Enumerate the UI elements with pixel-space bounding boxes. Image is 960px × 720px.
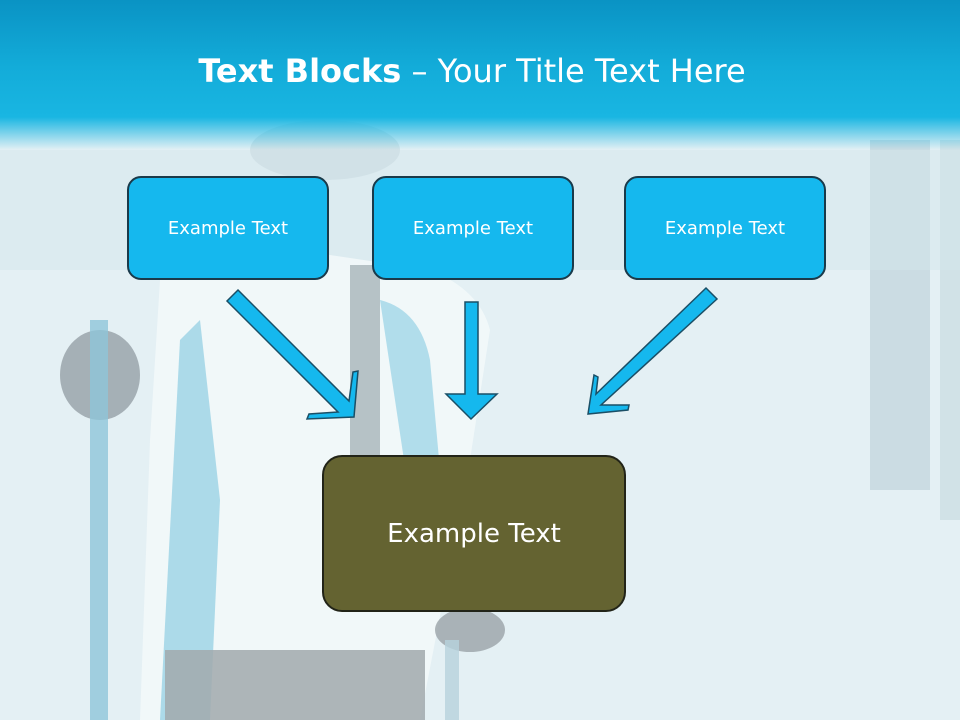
text-block-center-label: Example Text <box>387 518 561 549</box>
arrow-left-diagonal <box>225 288 359 420</box>
text-block-top-middle: Example Text <box>372 176 574 280</box>
text-block-top-middle-label: Example Text <box>412 217 534 239</box>
text-block-center: Example Text <box>322 455 626 612</box>
text-block-top-left: Example Text <box>127 176 329 280</box>
title-band <box>0 0 960 150</box>
title-bold: Text Blocks <box>198 52 402 90</box>
slide-title: Text Blocks – Your Title Text Here <box>0 52 944 90</box>
text-block-top-right-label: Example Text <box>664 217 786 239</box>
text-block-top-left-label: Example Text <box>167 217 289 239</box>
title-rest: Your Title Text Here <box>437 52 746 90</box>
arrow-center-down <box>444 301 499 421</box>
text-block-top-right: Example Text <box>624 176 826 280</box>
title-separator: – <box>401 52 438 90</box>
arrow-right-diagonal <box>587 286 719 415</box>
